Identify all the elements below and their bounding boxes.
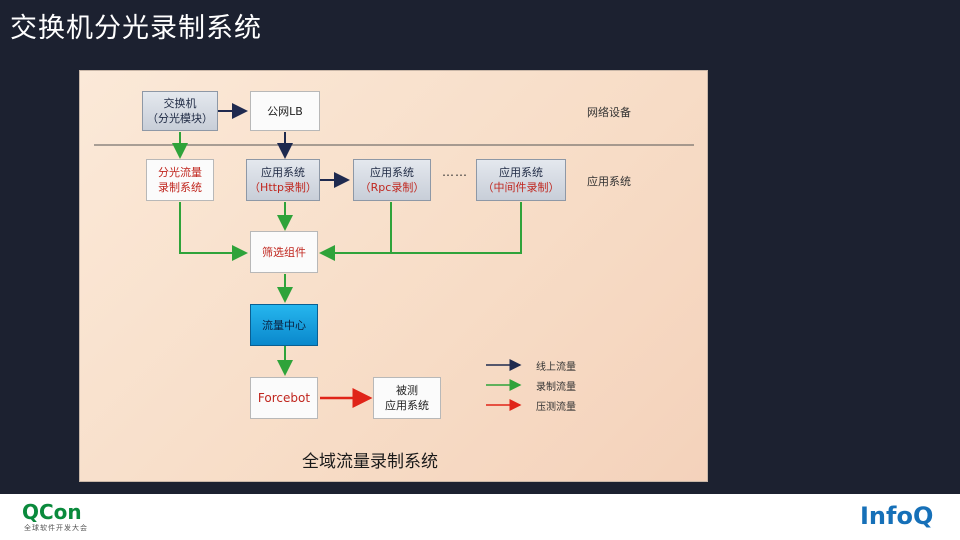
app-rpc-label: 应用系统 [370, 166, 414, 179]
app-http-label: 应用系统 [261, 166, 305, 179]
layer-label-application: 应用系统 [587, 175, 631, 188]
qcon-logo: QCon [22, 500, 82, 524]
traffic-center-label: 流量中心 [262, 318, 306, 332]
tested-system-label-2: 应用系统 [385, 399, 429, 412]
qcon-logo-subtitle: 全球软件开发大会 [24, 524, 88, 532]
legend-label-recording: 录制流量 [536, 382, 576, 393]
diagram-caption: 全域流量录制系统 [302, 452, 438, 472]
arrow-capture-to-filter [179, 202, 248, 261]
optical-capture-label-2: 录制系统 [158, 181, 202, 194]
filter-label: 筛选组件 [262, 245, 306, 259]
tested-system-node: 被测 应用系统 [373, 377, 441, 419]
app-http-sublabel: （Http录制） [249, 181, 317, 194]
public-lb-node: 公网LB [250, 91, 320, 131]
app-middleware-label: 应用系统 [499, 166, 543, 179]
legend-label-loadtest: 压测流量 [536, 402, 576, 413]
optical-capture-label-1: 分光流量 [158, 166, 202, 179]
forcebot-label: Forcebot [257, 390, 311, 405]
connector-layer [94, 103, 694, 411]
tested-system-label-1: 被测 [396, 384, 418, 397]
public-lb-label: 公网LB [267, 104, 303, 118]
app-rpc-node: 应用系统 （Rpc录制） [353, 159, 431, 201]
switch-label: 交换机 [163, 97, 197, 110]
switch-node: 交换机 （分光模块） [142, 91, 218, 131]
layer-label-network: 网络设备 [587, 106, 631, 119]
app-middleware-sublabel: （中间件录制） [482, 181, 560, 194]
traffic-center-node: 流量中心 [250, 304, 318, 346]
switch-sublabel: （分光模块） [147, 112, 213, 125]
footer-bar: QCon 全球软件开发大会 InfoQ [0, 494, 960, 540]
app-rpc-sublabel: （Rpc录制） [359, 181, 425, 194]
forcebot-node: Forcebot [250, 377, 318, 419]
legend-label-online: 线上流量 [536, 362, 576, 373]
optical-capture-node: 分光流量 录制系统 [146, 159, 214, 201]
filter-node: 筛选组件 [250, 231, 318, 273]
slide-title: 交换机分光录制系统 [10, 13, 262, 44]
app-http-node: 应用系统 （Http录制） [246, 159, 320, 201]
architecture-diagram: 交换机 （分光模块） 公网LB 分光流量 录制系统 应用系统 （Http录制） … [79, 70, 708, 482]
app-middleware-node: 应用系统 （中间件录制） [476, 159, 566, 201]
arrow-rpc-middleware-to-filter [390, 202, 522, 254]
infoq-logo: InfoQ [860, 502, 934, 530]
more-systems-ellipsis: …… [442, 165, 468, 179]
